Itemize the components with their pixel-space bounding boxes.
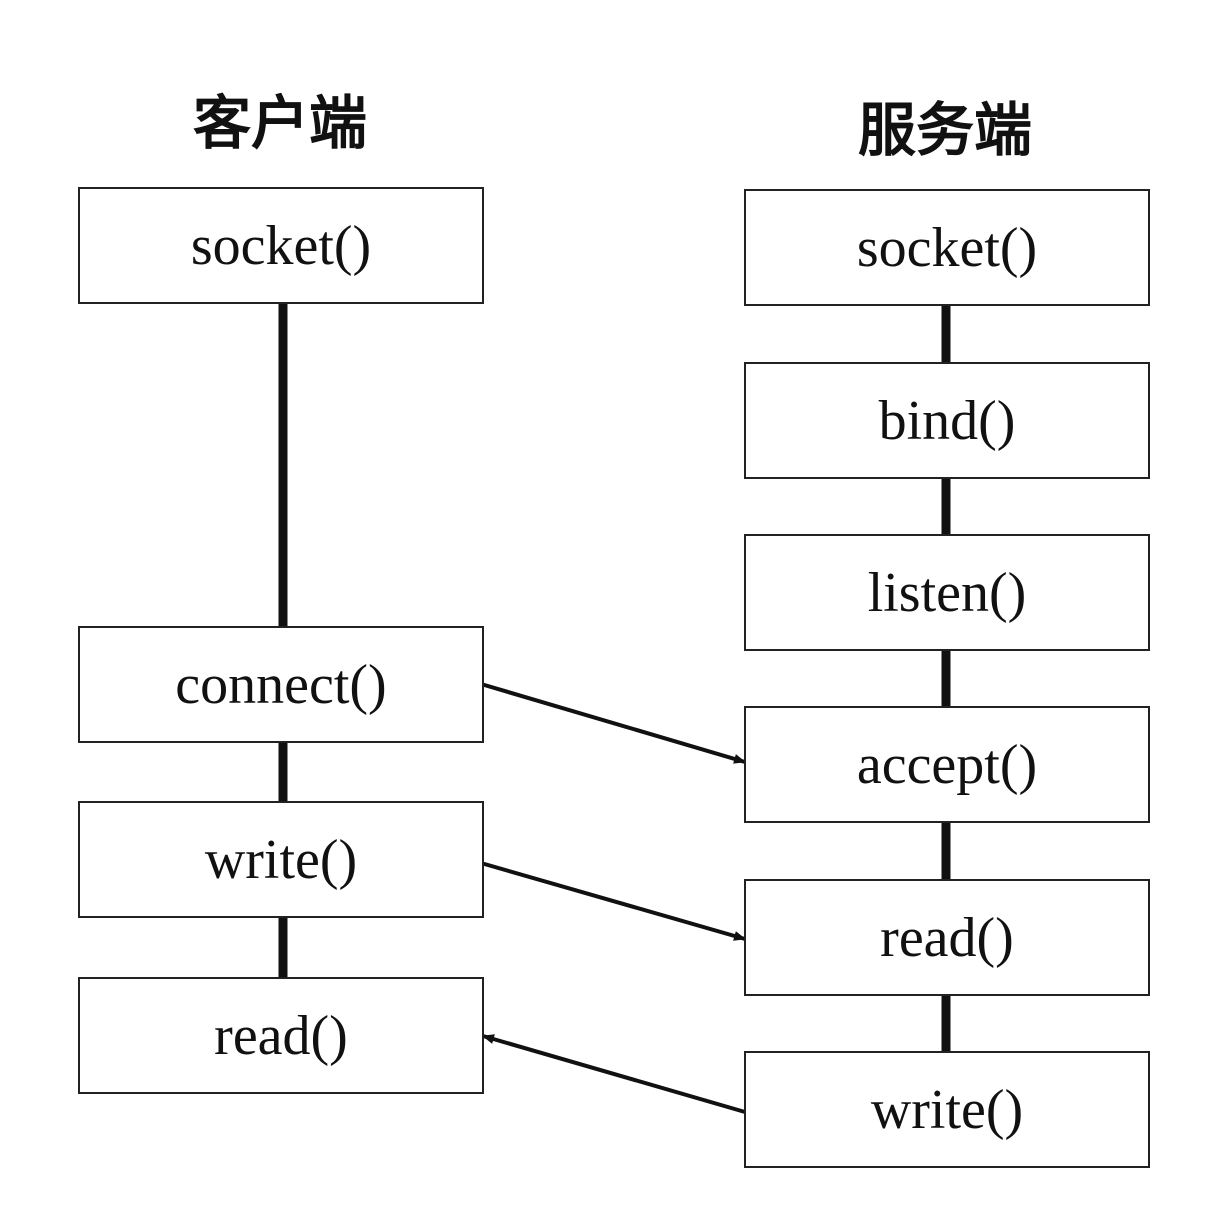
- client-connect-box: connect(): [78, 626, 484, 743]
- client-write-label: write(): [204, 828, 358, 891]
- server-socket-label: socket(): [856, 216, 1038, 279]
- arrow-connect-to-accept: [480, 682, 746, 764]
- server-read-box: read(): [744, 879, 1150, 996]
- client-socket-box: socket(): [78, 187, 484, 304]
- server-write-box: write(): [744, 1051, 1150, 1168]
- server-accept-label: accept(): [856, 733, 1038, 796]
- server-bind-box: bind(): [744, 362, 1150, 479]
- client-read-label: read(): [214, 1004, 348, 1067]
- server-listen-label: listen(): [867, 561, 1027, 624]
- server-socket-box: socket(): [744, 189, 1150, 306]
- server-accept-box: accept(): [744, 706, 1150, 823]
- server-read-label: read(): [880, 906, 1014, 969]
- client-read-box: read(): [78, 977, 484, 1094]
- server-listen-box: listen(): [744, 534, 1150, 651]
- arrow-write-to-client-read: [482, 1034, 746, 1114]
- server-title: 服务端: [857, 96, 1032, 164]
- server-write-label: write(): [870, 1078, 1024, 1141]
- arrow-write-to-read: [480, 861, 746, 941]
- client-socket-label: socket(): [190, 214, 372, 277]
- client-title: 客户端: [192, 89, 367, 157]
- client-connect-label: connect(): [175, 653, 387, 716]
- server-bind-label: bind(): [878, 389, 1016, 452]
- client-write-box: write(): [78, 801, 484, 918]
